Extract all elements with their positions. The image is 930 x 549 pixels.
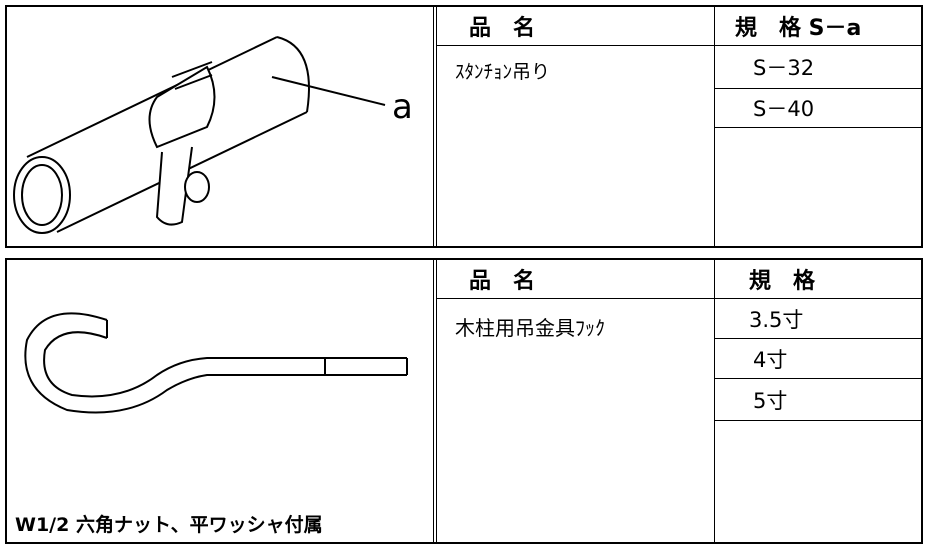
product-name-column: 品 名 ｽﾀﾝﾁｮﾝ吊り [437,7,715,246]
header-product-name: 品 名 [437,260,714,299]
header-spec: 規 格 S－a [715,7,921,46]
header-product-name: 品 名 [437,7,714,46]
spec-row: 3.5寸 [715,299,921,339]
spec-row: S－32 [715,46,921,89]
wood-pole-hook-table: W1/2 六角ナット、平ワッシャ付属 品 名 木柱用吊金具ﾌｯｸ 規 格 3.5… [5,258,923,544]
spec-row: 5寸 [715,379,921,421]
stanchion-hanger-drawing: a [7,7,437,246]
product-name: 木柱用吊金具ﾌｯｸ [455,316,605,340]
spec-row: S－40 [715,89,921,128]
stanchion-hanger-table: a 品 名 ｽﾀﾝﾁｮﾝ吊り 規 格 S－a S－32 S－40 [5,5,923,248]
spec-row: 4寸 [715,339,921,379]
header-spec: 規 格 [715,260,921,299]
stanchion-hanger-illustration [13,36,386,234]
spec-column: 規 格 3.5寸 4寸 5寸 [715,260,921,542]
product-name-column: 品 名 木柱用吊金具ﾌｯｸ [437,260,715,542]
spec-column: 規 格 S－a S－32 S－40 [715,7,921,246]
callout-label: a [392,87,413,127]
accessories-note: W1/2 六角ナット、平ワッシャ付属 [15,514,323,536]
hook-drawing: W1/2 六角ナット、平ワッシャ付属 [7,260,437,542]
hook-illustration [24,312,408,414]
product-name: ｽﾀﾝﾁｮﾝ吊り [455,61,551,83]
